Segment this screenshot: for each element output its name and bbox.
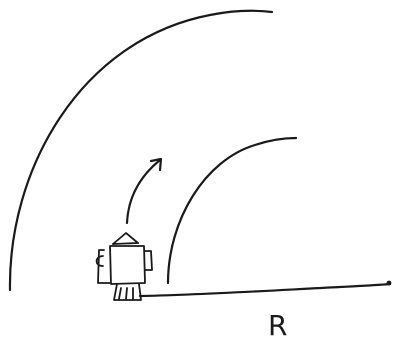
radius-endpoint (386, 280, 392, 286)
radius-line (138, 282, 392, 298)
curved-arrow-icon (125, 157, 163, 225)
robot-icon (95, 232, 153, 301)
radius-label: R (268, 309, 287, 342)
outer-arc (8, 9, 274, 292)
inner-arc (166, 136, 298, 285)
